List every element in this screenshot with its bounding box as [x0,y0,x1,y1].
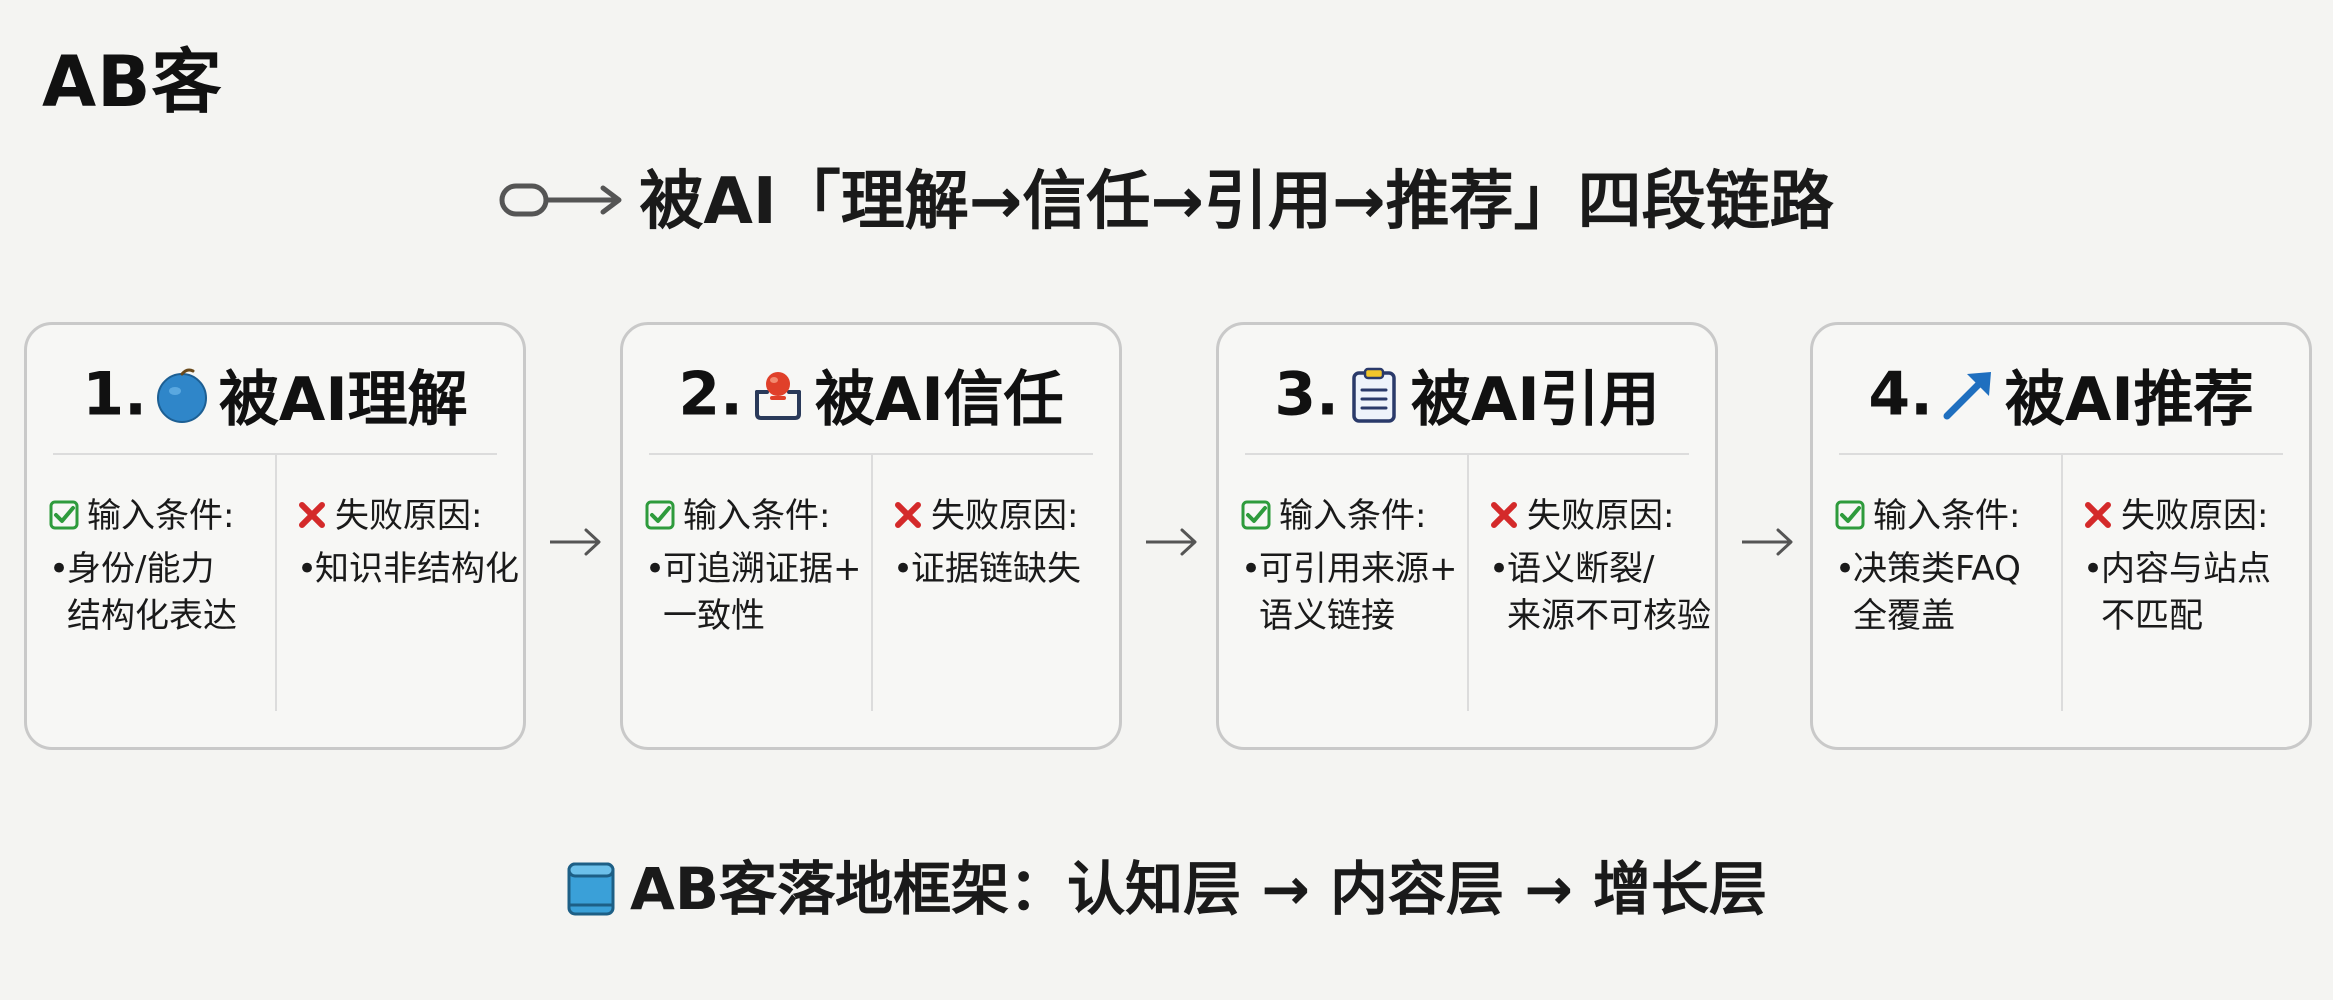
card-title: 2. 被AI信任 [623,351,1119,438]
failure-reasons-heading: 失败原因: [893,493,1119,540]
input-conditions-heading: 输入条件: [645,493,865,540]
fail-item: 语义断裂/ 来源不可核验 [1489,546,1715,640]
flow-arrow-icon [550,528,601,556]
input-item: 身份/能力 结构化表达 [49,546,269,640]
column-divider [1467,455,1469,711]
chain-link-arrow-icon [499,183,622,217]
globe-icon [156,368,207,423]
card-separator [649,453,1093,455]
input-item: 可追溯证据+ 一致性 [645,546,865,640]
input-conditions: 输入条件: 可引用来源+ 语义链接 [1241,493,1461,640]
input-conditions-heading: 输入条件: [49,493,269,540]
stage-card-trust: 2. 被AI信任 输入条件: 可追溯证据+ 一致性 失败原因: 证据链缺失 [620,322,1122,750]
headline-text: 被AI「理解→信任→引用→推荐」四段链路 [639,165,1834,239]
checkbox-check-icon [645,500,675,529]
fail-label: 失败原因: [1527,496,1675,536]
fail-item: 知识非结构化 [297,546,523,593]
framework-caption: AB客落地框架：认知层 → 内容层 → 增长层 [0,842,2333,926]
checkbox-check-icon [49,500,79,529]
red-cross-icon [1491,501,1517,528]
card-separator [53,453,497,455]
red-cross-icon [895,501,921,528]
fail-label: 失败原因: [335,496,483,536]
failure-reasons: 失败原因: 语义断裂/ 来源不可核验 [1489,493,1715,640]
input-label: 输入条件: [683,496,831,536]
input-label: 输入条件: [87,496,235,536]
growth-arrow-icon [1943,371,1991,419]
red-cross-icon [2085,501,2111,528]
input-conditions: 输入条件: 可追溯证据+ 一致性 [645,493,865,640]
fail-item: 证据链缺失 [893,546,1119,593]
stage-card-understand: 1. 被AI理解 输入条件: 身份/能力 结构化表达 失败原因: 知识非结构化 [24,322,526,750]
card-number: 1. [82,359,147,430]
card-number: 2. [678,359,743,430]
input-conditions-heading: 输入条件: [1241,493,1461,540]
card-title: 1. 被AI理解 [27,351,523,438]
column-divider [2061,455,2063,711]
fail-label: 失败原因: [2121,496,2269,536]
card-title-text: 被AI引用 [1410,365,1660,435]
failure-reasons: 失败原因: 知识非结构化 [297,493,523,593]
card-title: 3. 被AI引用 [1219,351,1715,438]
column-divider [275,455,277,711]
brand-logo: AB客 [42,41,223,123]
flow-arrow-icon [1742,528,1793,556]
trust-badge-icon [754,371,801,420]
failure-reasons: 失败原因: 内容与站点 不匹配 [2083,493,2309,640]
input-item: 决策类FAQ 全覆盖 [1835,546,2055,640]
stage-card-recommend: 4. 被AI推荐 输入条件: 决策类FAQ 全覆盖 失败原因: 内容与站点 不匹… [1810,322,2312,750]
input-conditions: 输入条件: 身份/能力 结构化表达 [49,493,269,640]
book-icon [567,862,615,916]
card-separator [1839,453,2283,455]
card-title-text: 被AI推荐 [2004,365,2254,435]
input-label: 输入条件: [1873,496,2021,536]
input-item: 可引用来源+ 语义链接 [1241,546,1461,640]
card-separator [1245,453,1689,455]
clipboard-icon [1352,367,1396,423]
failure-reasons: 失败原因: 证据链缺失 [893,493,1119,593]
page-title: 被AI「理解→信任→引用→推荐」四段链路 [0,150,2333,242]
card-title: 4. 被AI推荐 [1813,351,2309,438]
card-number: 4. [1868,359,1933,430]
fail-label: 失败原因: [931,496,1079,536]
input-conditions-heading: 输入条件: [1835,493,2055,540]
flow-arrow-icon [1146,528,1197,556]
card-title-text: 被AI理解 [218,365,468,435]
footer-text: AB客落地框架：认知层 → 内容层 → 增长层 [629,855,1768,923]
checkbox-check-icon [1835,500,1865,529]
column-divider [871,455,873,711]
checkbox-check-icon [1241,500,1271,529]
stage-card-cite: 3. 被AI引用 输入条件: 可引用来源+ 语义链接 失败原因: 语义断裂/ 来… [1216,322,1718,750]
card-number: 3. [1274,359,1339,430]
red-cross-icon [299,501,325,528]
failure-reasons-heading: 失败原因: [2083,493,2309,540]
failure-reasons-heading: 失败原因: [297,493,523,540]
card-title-text: 被AI信任 [814,365,1064,435]
input-label: 输入条件: [1279,496,1427,536]
fail-item: 内容与站点 不匹配 [2083,546,2309,640]
failure-reasons-heading: 失败原因: [1489,493,1715,540]
input-conditions: 输入条件: 决策类FAQ 全覆盖 [1835,493,2055,640]
